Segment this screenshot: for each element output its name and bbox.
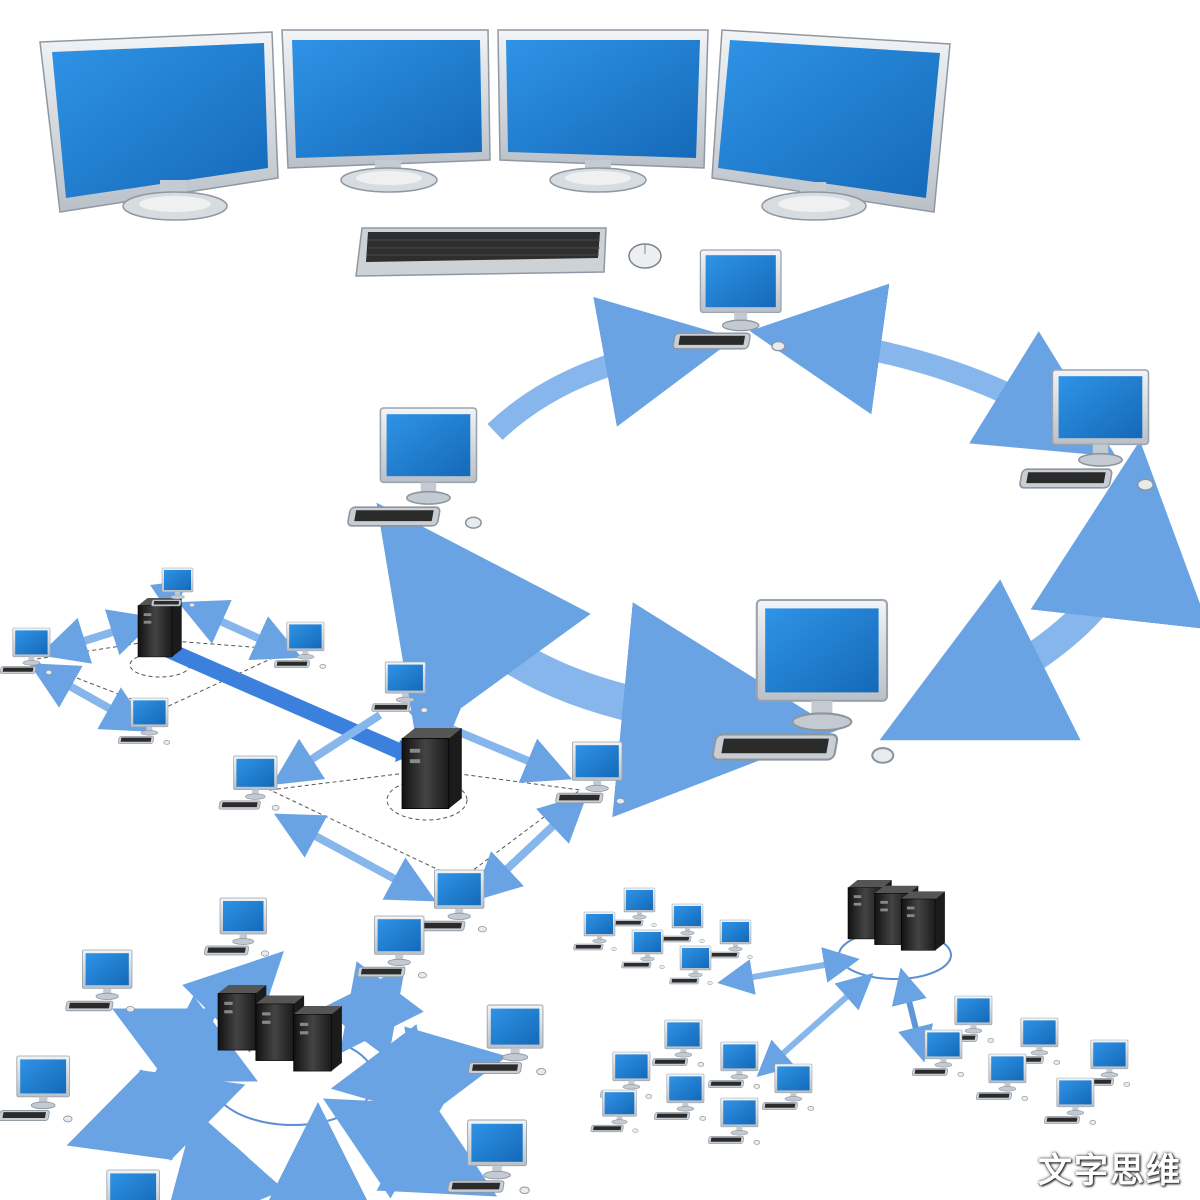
workstation-icon (708, 1098, 760, 1145)
workstation-icon (673, 250, 785, 351)
workstation-icon (976, 1054, 1028, 1101)
ring-network (347, 250, 1153, 763)
star-network (0, 898, 546, 1200)
monitor-icon (40, 32, 278, 220)
workstation-icon (708, 1042, 760, 1089)
workstation-icon (468, 1005, 546, 1075)
workstation-icon (0, 1056, 72, 1122)
workstation-icon (1019, 370, 1153, 490)
watermark-text: 文字思维 (1038, 1143, 1182, 1192)
cluster-network (573, 880, 1130, 1145)
workstation-icon (712, 600, 893, 763)
workstation-icon (347, 408, 481, 528)
workstation-icon (204, 898, 269, 956)
monitor-bank (40, 30, 950, 276)
workstation-icon (661, 904, 704, 943)
server-icon (138, 598, 182, 657)
workstation-icon (89, 1170, 162, 1200)
workstation-icon (654, 1074, 706, 1121)
arrow-icon (815, 340, 1060, 422)
server-icon (402, 728, 462, 809)
workstation-icon (447, 1120, 529, 1194)
workstation-icon (151, 568, 194, 607)
workstation-icon (573, 912, 616, 951)
workstation-icon (417, 870, 486, 932)
two-hub-network (0, 568, 624, 932)
workstation-icon (709, 920, 752, 959)
workstation-icon (621, 930, 664, 969)
server-icon (848, 880, 945, 950)
arrow-icon (495, 350, 670, 432)
workstation-icon (669, 946, 712, 985)
monitor-icon (712, 30, 950, 220)
workstation-icon (613, 888, 656, 927)
keyboard-icon (356, 228, 606, 276)
workstation-icon (219, 756, 279, 810)
workstation-icon (357, 916, 426, 978)
server-icon (218, 985, 342, 1071)
workstation-icon (0, 628, 52, 675)
workstation-icon (591, 1090, 639, 1133)
workstation-icon (555, 742, 624, 804)
workstation-icon (65, 950, 134, 1012)
workstation-icon (1044, 1078, 1096, 1125)
mouse-icon (629, 244, 661, 268)
workstation-icon (371, 662, 427, 712)
workstation-icon (274, 622, 326, 669)
monitor-icon (282, 30, 490, 192)
monitor-icon (498, 30, 708, 192)
arrow-icon (960, 530, 1130, 700)
arrow-icon (440, 590, 730, 720)
workstation-icon (652, 1020, 704, 1067)
workstation-icon (762, 1064, 814, 1111)
